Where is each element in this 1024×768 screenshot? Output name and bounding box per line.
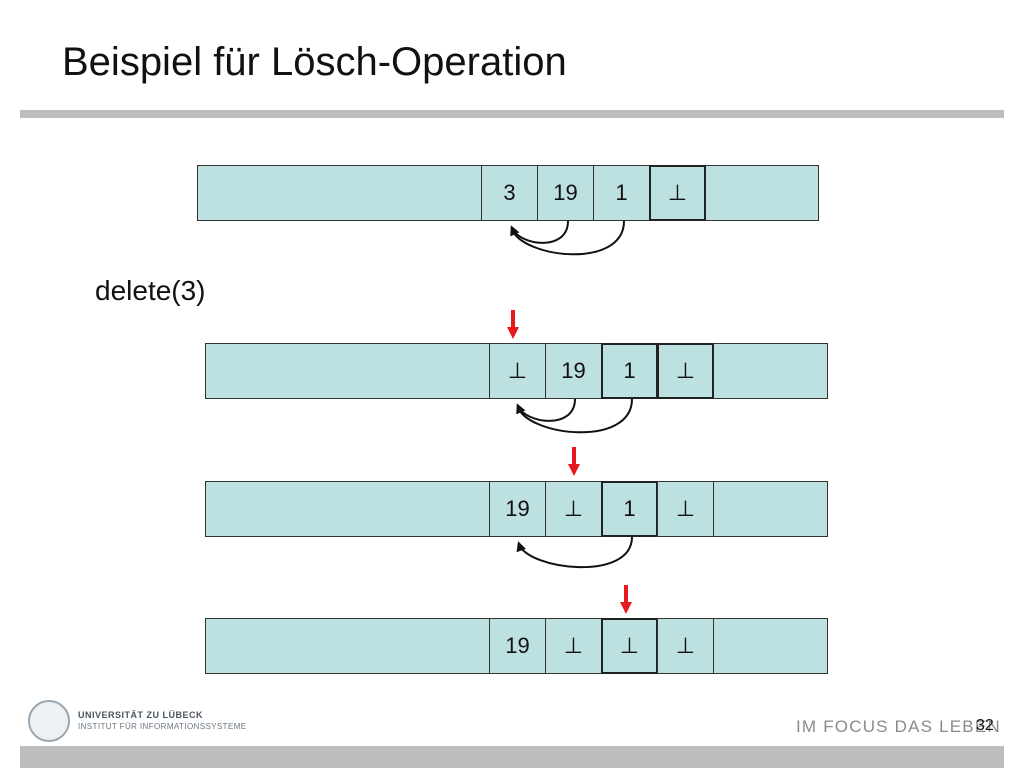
array-cell: ⊥ (489, 342, 546, 399)
array-cell: 3 (481, 164, 538, 221)
probe-chain-arcs (516, 398, 633, 434)
array-cell: 19 (489, 480, 546, 537)
array-cell: ⊥ (545, 480, 602, 537)
probe-chain-arcs (510, 220, 625, 256)
probe-arc (516, 536, 633, 569)
hash-array-initial: 3 19 1 ⊥ (197, 164, 819, 221)
array-cell: ⊥ (545, 617, 602, 674)
probe-arc (510, 220, 569, 244)
array-cell: 19 (537, 164, 594, 221)
array-cell: ⊥ (657, 342, 714, 399)
hash-array-step-2: 19 ⊥ 1 ⊥ (205, 480, 828, 537)
footer-motto: IM FOCUS DAS LEBEN (796, 717, 1001, 736)
slide-title: Beispiel für Lösch-Operation (62, 40, 567, 84)
footer-bar (20, 746, 1004, 768)
probe-arc (517, 398, 633, 434)
operation-label: delete(3) (95, 275, 206, 306)
array-cell: ⊥ (601, 617, 658, 674)
probe-chain-arcs (516, 536, 633, 569)
array-cell: ⊥ (649, 164, 706, 221)
probe-arc (516, 398, 576, 422)
hash-array-step-1: ⊥ 19 1 ⊥ (205, 342, 828, 399)
array-cell: 1 (601, 342, 658, 399)
title-divider (20, 110, 1004, 118)
array-cell: ⊥ (657, 617, 714, 674)
university-name: UNIVERSITÄT ZU LÜBECK (78, 710, 203, 720)
page-number: 32 (976, 717, 994, 734)
hash-array-step-3: 19 ⊥ ⊥ ⊥ (205, 617, 828, 674)
array-cell: 1 (601, 480, 658, 537)
array-cell: 19 (545, 342, 602, 399)
array-cell: ⊥ (657, 480, 714, 537)
institute-name: INSTITUT FÜR INFORMATIONSSYSTEME (78, 722, 247, 731)
array-cell: 19 (489, 617, 546, 674)
array-cell: 1 (593, 164, 650, 221)
probe-arc (511, 220, 625, 256)
university-logo: UNIVERSITÄT ZU LÜBECK INSTITUT FÜR INFOR… (28, 700, 248, 744)
seal-icon (28, 700, 70, 742)
